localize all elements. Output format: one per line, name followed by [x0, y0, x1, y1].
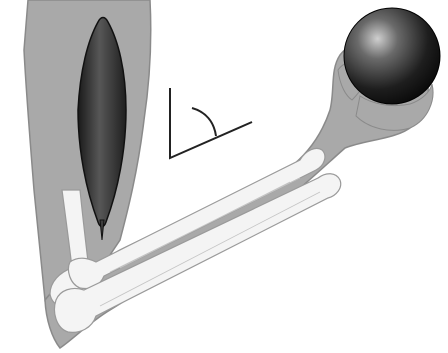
angle-symbol	[170, 88, 252, 158]
ball	[344, 8, 440, 104]
angle-arc	[192, 108, 216, 136]
